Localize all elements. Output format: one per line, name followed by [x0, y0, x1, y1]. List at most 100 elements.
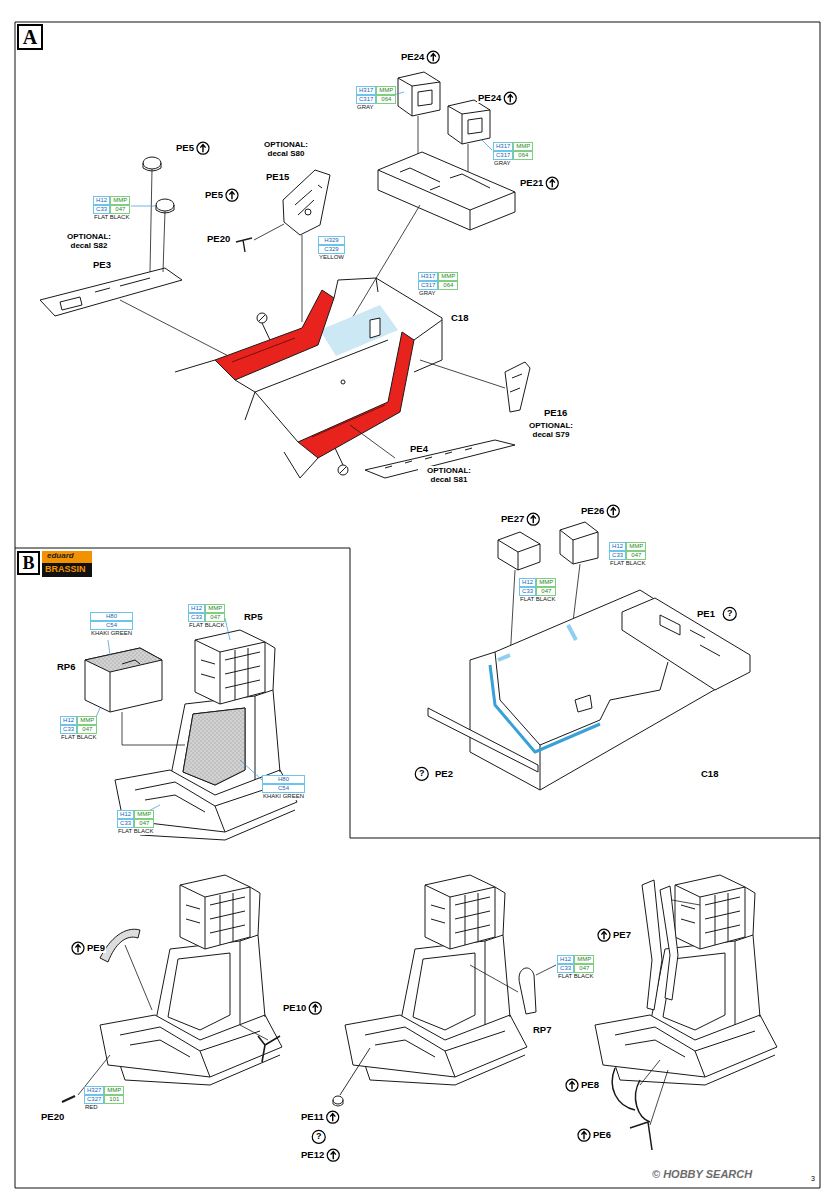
symbol-ring [312, 1130, 325, 1143]
symbol-arrow [531, 516, 536, 524]
color-name: FLAT BLACK [519, 596, 556, 603]
symbol-ring [415, 767, 428, 780]
paint-callout: H12MMPC33047FLAT BLACK [117, 810, 154, 835]
option-ring [723, 607, 736, 620]
symbol-arrow [601, 932, 606, 940]
part-number: PE27 [500, 514, 525, 524]
part-number: PE11 [300, 1112, 325, 1122]
color-code: H12 [519, 578, 536, 587]
paint-callout: H327MMPC327101RED [84, 1086, 124, 1111]
decal-note: OPTIONAL: decal S81 [418, 466, 480, 484]
decal-note: OPTIONAL: decal S82 [58, 232, 120, 250]
part-number: C18 [450, 313, 469, 323]
paint-code: MMP [205, 604, 225, 613]
color-code: C33 [117, 819, 134, 828]
section-letter: B [22, 554, 34, 572]
decal-note: OPTIONAL: decal S80 [255, 140, 317, 158]
color-code: H317 [493, 142, 513, 151]
part-number: PE24 [400, 52, 425, 62]
paint-code: MMP [110, 196, 130, 205]
color-code: C33 [557, 964, 574, 973]
option-ring [312, 1130, 325, 1143]
color-code: C317 [418, 281, 438, 290]
color-code: C33 [188, 613, 205, 622]
part-number: PE2 [434, 769, 454, 779]
symbol-ring [566, 1079, 578, 1091]
paint-code: MMP [77, 716, 97, 725]
symbol-ring [226, 189, 238, 201]
part-number: RP5 [243, 612, 263, 622]
symbol-arrow [229, 192, 234, 200]
color-name: FLAT BLACK [117, 828, 154, 835]
symbol-arrow [611, 508, 616, 516]
paint-code: 047 [205, 613, 225, 622]
fold-up-symbol [309, 1002, 321, 1014]
decal-note: OPTIONAL: decal S79 [520, 421, 582, 439]
color-code: C329 [318, 245, 345, 254]
fold-up-symbol [546, 177, 558, 189]
part-number: PE5 [175, 143, 195, 153]
paint-code: 047 [574, 964, 594, 973]
part-number: C18 [700, 769, 719, 779]
part-number: PE8 [580, 1080, 600, 1090]
color-name: FLAT BLACK [60, 734, 97, 741]
color-code: C33 [609, 551, 626, 560]
paint-callout: H12MMPC33047FLAT BLACK [609, 542, 646, 567]
paint-code: 047 [77, 725, 97, 734]
color-code: H12 [609, 542, 626, 551]
color-name: FLAT BLACK [188, 622, 225, 629]
part-number: PE20 [40, 1112, 65, 1122]
paint-code: MMP [376, 86, 396, 95]
part-number: RP6 [56, 662, 76, 672]
paint-callout: H317MMPC317064GRAY [356, 86, 396, 111]
symbol-ring [578, 1129, 590, 1141]
symbol-ring [427, 51, 439, 63]
color-name: FLAT BLACK [609, 560, 646, 567]
color-code: H12 [557, 955, 574, 964]
fold-up-symbol [327, 1149, 339, 1161]
color-name: YELLOW [318, 254, 345, 261]
color-code: H12 [117, 810, 134, 819]
paint-code: MMP [574, 955, 594, 964]
color-name: KHAKI GREEN [262, 793, 305, 800]
color-code: H12 [188, 604, 205, 613]
symbol-ring [327, 1149, 339, 1161]
color-code: C327 [84, 1095, 104, 1104]
symbol-ring [504, 92, 516, 104]
paint-code: MMP [104, 1086, 124, 1095]
part-number: PE10 [282, 1003, 307, 1013]
paint-code: 064 [513, 151, 533, 160]
color-code: H80 [262, 775, 305, 784]
part-number: PE24 [477, 93, 502, 103]
paint-code: 101 [104, 1095, 124, 1104]
section-marker: B [17, 551, 40, 575]
paint-callout: H12MMPC33047FLAT BLACK [93, 196, 130, 221]
symbol-arrow [75, 945, 80, 953]
symbol-ring [327, 1111, 339, 1123]
symbol-ring [309, 1002, 321, 1014]
symbol-arrow [550, 180, 555, 188]
color-name: RED [84, 1104, 124, 1111]
part-number: PE12 [300, 1150, 325, 1160]
symbol-arrow [331, 1152, 336, 1160]
fold-up-symbol [607, 505, 619, 517]
fold-up-symbol [566, 1079, 578, 1091]
part-number: PE20 [206, 234, 231, 244]
color-code: H12 [60, 716, 77, 725]
part-number: PE6 [592, 1130, 612, 1140]
paint-callout: H317MMPC317064GRAY [418, 272, 458, 297]
color-code: C33 [93, 205, 110, 214]
fold-up-symbol [72, 942, 84, 954]
paint-code: MMP [438, 272, 458, 281]
color-code: C33 [519, 587, 536, 596]
option-mark: ? [727, 609, 733, 619]
option-mark: ? [316, 1132, 322, 1142]
color-name: FLAT BLACK [557, 973, 594, 980]
color-name: FLAT BLACK [93, 214, 130, 221]
paint-callout: H12MMPC33047FLAT BLACK [188, 604, 225, 629]
part-number: PE21 [519, 178, 544, 188]
brand-logo: BRASSIN [45, 565, 86, 575]
paint-code: MMP [513, 142, 533, 151]
